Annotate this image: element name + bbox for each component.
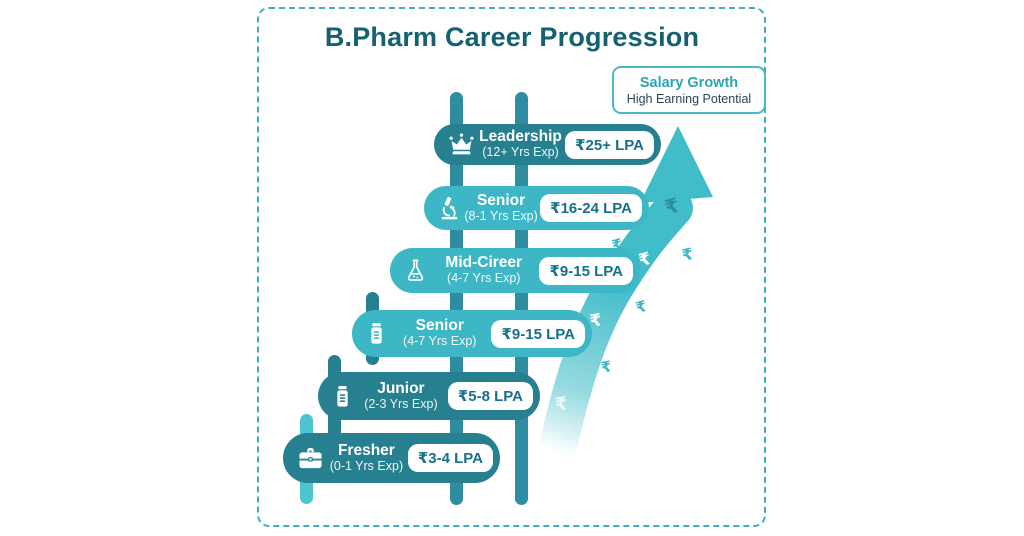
stage-salary: ₹3-4 LPA — [407, 444, 493, 472]
stage-name: Fresher — [337, 441, 395, 459]
stage-salary: ₹9-15 LPA — [539, 256, 633, 285]
stage-text: Junior (2-3 Yrs Exp) — [354, 379, 448, 411]
stage-exp: (0-1 Yrs Exp) — [329, 458, 404, 473]
stage-pill-fresher: Fresher (0-1 Yrs Exp) ₹3-4 LPA — [283, 433, 500, 483]
stage-salary: ₹9-15 LPA — [491, 319, 585, 348]
stage-text: Leadership (12+ Yrs Exp) — [476, 129, 565, 159]
stage-text: Mid-Cireer (4-7 Yrs Exp) — [428, 255, 539, 285]
badge-title: Salary Growth — [639, 74, 739, 91]
stage-exp: (2-3 Yrs Exp) — [364, 396, 438, 411]
stage-salary: ₹25+ LPA — [565, 130, 654, 159]
stage-pill-mid-career: Mid-Cireer (4-7 Yrs Exp) ₹9-15 LPA — [390, 248, 640, 293]
crown-icon — [447, 132, 476, 157]
stage-name: Junior — [377, 379, 425, 397]
stage-name: Mid-Cireer — [445, 254, 523, 272]
stage-pill-junior: Junior (2-3 Yrs Exp) ₹5-8 LPA — [318, 372, 540, 420]
page-title: B.Pharm Career Progression — [324, 22, 700, 52]
microscope-icon — [437, 196, 462, 221]
stage-name: Senior — [415, 317, 464, 335]
stage-exp: (8-1 Yrs Exp) — [464, 208, 538, 223]
stage-pill-senior-upper: Senior (8-1 Yrs Exp) ₹16-24 LPA — [424, 186, 649, 230]
stage-name: Senior — [476, 191, 526, 209]
flask-icon — [403, 258, 428, 283]
stage-exp: (4-7 Yrs Exp) — [447, 271, 521, 286]
badge-subtitle: High Earning Potential — [626, 91, 752, 106]
stage-text: Senior (4-7 Yrs Exp) — [388, 318, 491, 348]
stage-pill-leadership: Leadership (12+ Yrs Exp) ₹25+ LPA — [434, 124, 661, 165]
medicine-bottle-icon — [331, 384, 354, 409]
medicine-bottle-icon — [365, 321, 388, 346]
stage-exp: (4-7 Yrs Exp) — [403, 334, 477, 349]
stage-text: Senior (8-1 Yrs Exp) — [462, 191, 540, 223]
salary-growth-badge: Salary Growth High Earning Potential — [612, 66, 766, 114]
stage-salary: ₹5-8 LPA — [447, 382, 533, 410]
stage-pill-senior-lower: Senior (4-7 Yrs Exp) ₹9-15 LPA — [352, 310, 592, 357]
stage-text: Fresher (0-1 Yrs Exp) — [325, 441, 408, 473]
dashed-border-frame — [257, 7, 766, 527]
stage-name: Leadership — [479, 128, 562, 146]
stage-salary: ₹16-24 LPA — [540, 194, 642, 222]
stage-exp: (12+ Yrs Exp) — [482, 145, 559, 160]
briefcase-icon — [296, 445, 325, 471]
